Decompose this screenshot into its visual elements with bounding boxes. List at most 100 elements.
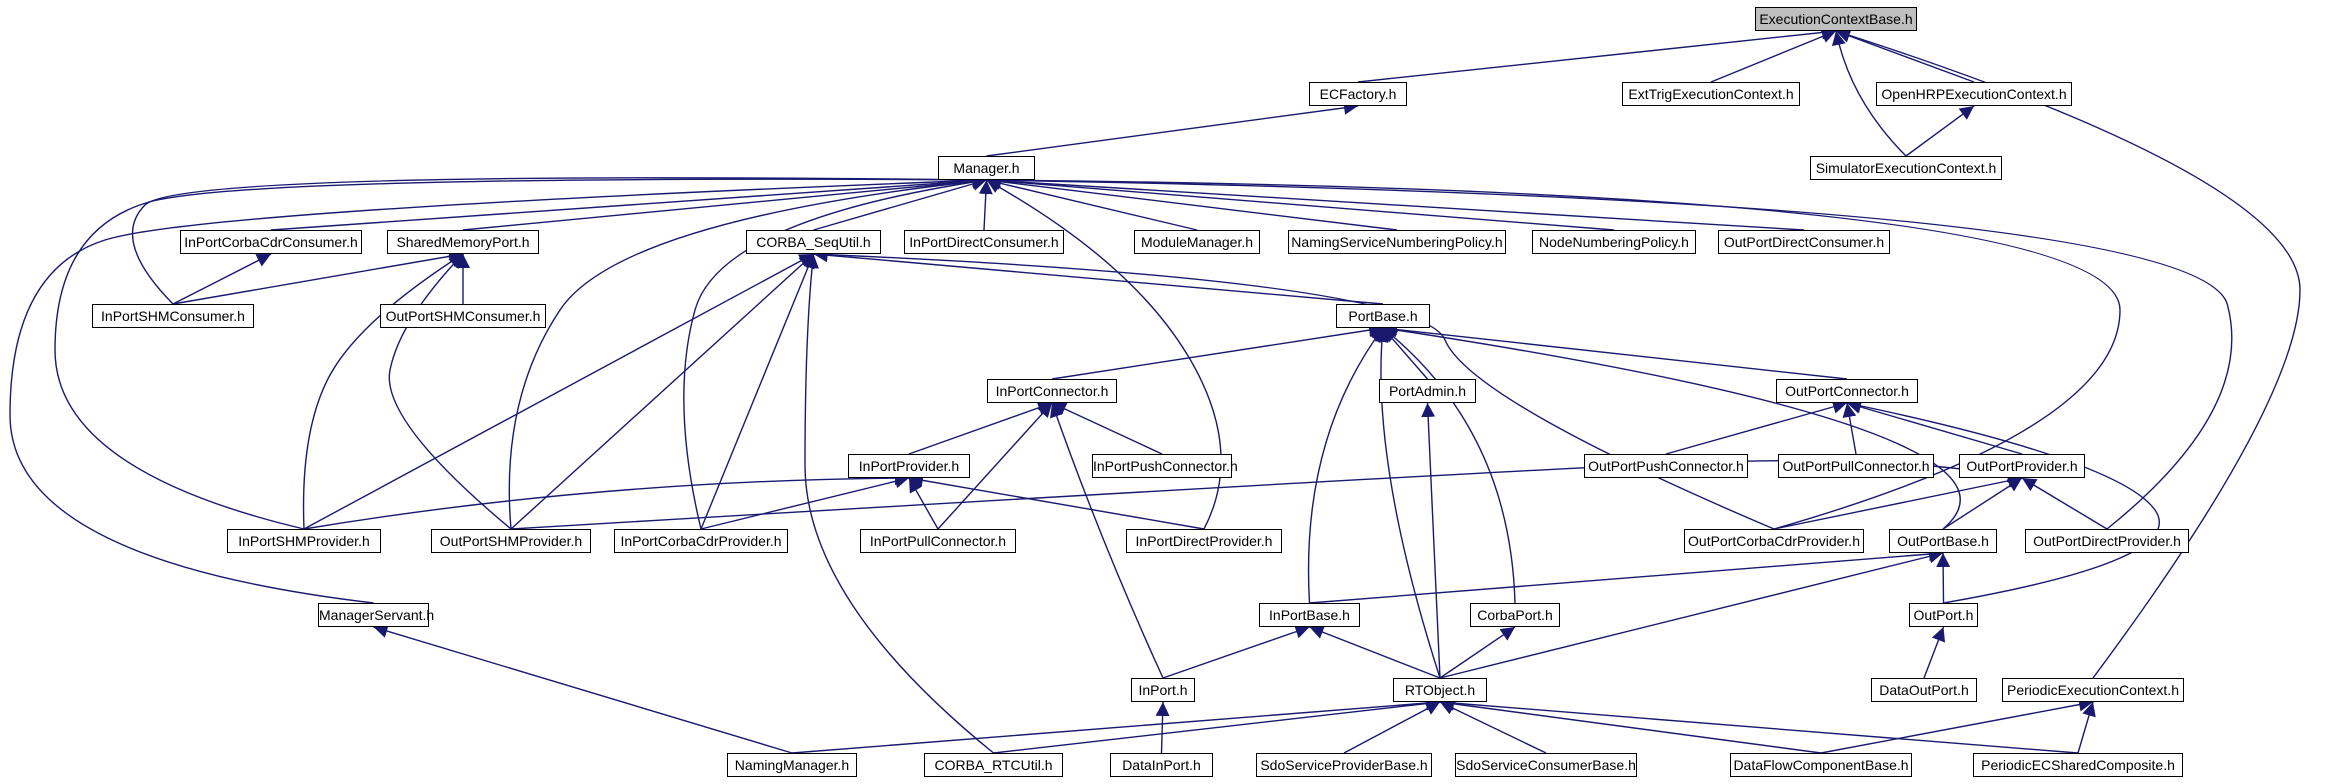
- edge-rto-to-pa: [1421, 402, 1441, 679]
- node-ext[interactable]: ExtTrigExecutionContext.h: [1622, 82, 1800, 106]
- node-ipc[interactable]: InPortConnector.h: [987, 379, 1117, 403]
- node-op[interactable]: OutPort.h: [1909, 603, 1978, 627]
- node-ipp[interactable]: InPortProvider.h: [848, 454, 970, 478]
- edge-idp-to-ipp: [908, 473, 1205, 530]
- edge-crtc-to-rto: [993, 696, 1441, 754]
- edge-mgr-to-ecf: [986, 100, 1359, 157]
- edge-ishmp-to-mgr: [54, 172, 987, 530]
- node-pec[interactable]: PeriodicExecutionContext.h: [2002, 678, 2184, 702]
- node-sscb[interactable]: SdoServiceConsumerBase.h: [1455, 753, 1637, 777]
- node-dfcb[interactable]: DataFlowComponentBase.h: [1730, 753, 1912, 777]
- node-ob[interactable]: OutPortBase.h: [1889, 529, 1997, 553]
- edge-rto-to-pb: [1374, 327, 1441, 679]
- edge-ishmp-to-csu: [303, 253, 814, 530]
- node-odc[interactable]: OutPortDirectConsumer.h: [1718, 230, 1890, 254]
- edge-dip-to-ip: [1155, 701, 1170, 754]
- edge-smp-to-mgr: [462, 174, 987, 231]
- node-csu[interactable]: CORBA_SeqUtil.h: [746, 230, 881, 254]
- node-rto[interactable]: RTObject.h: [1393, 678, 1487, 702]
- node-opplc[interactable]: OutPortPullConnector.h: [1778, 454, 1934, 478]
- node-dip[interactable]: DataInPort.h: [1110, 753, 1213, 777]
- edge-ib-to-ob: [1309, 547, 1944, 604]
- edge-oppc-to-opc: [1665, 400, 1848, 455]
- node-ippc[interactable]: InPortPushConnector.h: [1092, 454, 1238, 478]
- node-sspb[interactable]: SdoServiceProviderBase.h: [1256, 753, 1432, 777]
- edge-ocdp-to-opp: [1773, 473, 2023, 530]
- edge-opplc-to-opc: [1842, 402, 1857, 455]
- node-opp[interactable]: OutPortProvider.h: [1959, 454, 2085, 478]
- node-ocdp[interactable]: OutPortCorbaCdrProvider.h: [1684, 529, 1864, 553]
- node-cp[interactable]: CorbaPort.h: [1470, 603, 1560, 627]
- node-iplc[interactable]: InPortPullConnector.h: [860, 529, 1016, 553]
- node-crtc[interactable]: CORBA_RTCUtil.h: [924, 753, 1063, 777]
- node-ib[interactable]: InPortBase.h: [1259, 603, 1360, 627]
- edge-icdp-to-mgr: [683, 175, 987, 530]
- edge-iplc-to-ipc: [937, 402, 1053, 530]
- node-dop[interactable]: DataOutPort.h: [1871, 678, 1977, 702]
- edge-ipc-to-pb: [1051, 323, 1384, 380]
- node-ip[interactable]: InPort.h: [1131, 678, 1195, 702]
- node-ishmc[interactable]: InPortSHMConsumer.h: [92, 304, 254, 328]
- edge-sscb-to-rto: [1439, 701, 1547, 754]
- node-ohrp[interactable]: OpenHRPExecutionContext.h: [1876, 82, 2072, 106]
- node-nsnp[interactable]: NamingServiceNumberingPolicy.h: [1288, 230, 1506, 254]
- node-oshmc[interactable]: OutPortSHMConsumer.h: [380, 304, 546, 328]
- edge-ip-to-ib: [1162, 624, 1310, 679]
- node-icdc[interactable]: InPortCorbaCdrConsumer.h: [180, 230, 362, 254]
- node-pb[interactable]: PortBase.h: [1336, 304, 1430, 328]
- edge-rto-to-cp: [1439, 626, 1516, 679]
- node-ecb[interactable]: ExecutionContextBase.h: [1755, 7, 1917, 31]
- edge-opc-to-pb: [1382, 322, 1848, 380]
- edge-rto-to-ob: [1439, 549, 1944, 679]
- edge-csu-to-mgr: [813, 177, 987, 231]
- edge-ip-to-ipc: [1050, 402, 1164, 679]
- edge-ib-to-pb: [1307, 327, 1384, 604]
- edge-icdp-to-csu: [700, 253, 815, 530]
- node-ecf[interactable]: ECFactory.h: [1309, 82, 1407, 106]
- edge-nnp-to-mgr: [986, 174, 1615, 231]
- edge-ocdp-to-mgr: [986, 173, 2121, 530]
- node-ishmp[interactable]: InPortSHMProvider.h: [227, 529, 381, 553]
- node-mm[interactable]: ModuleManager.h: [1134, 230, 1260, 254]
- edge-ippc-to-ipc: [1051, 402, 1163, 455]
- node-oshmp[interactable]: OutPortSHMProvider.h: [431, 529, 591, 553]
- node-mgr[interactable]: Manager.h: [938, 156, 1035, 180]
- edge-op-to-opc: [1846, 399, 2161, 604]
- node-idp[interactable]: InPortDirectProvider.h: [1126, 529, 1282, 553]
- edge-ext-to-ecb: [1710, 29, 1837, 83]
- edge-sim-to-ecb: [1831, 30, 1907, 157]
- node-smp[interactable]: SharedMemoryPort.h: [387, 230, 539, 254]
- edge-dop-to-op: [1923, 626, 1946, 679]
- node-nnp[interactable]: NodeNumberingPolicy.h: [1532, 230, 1696, 254]
- node-ms[interactable]: ManagerServant.h: [318, 603, 434, 627]
- node-icdp[interactable]: InPortCorbaCdrProvider.h: [614, 529, 788, 553]
- edge-odp-to-mgr: [986, 173, 2233, 530]
- node-opc[interactable]: OutPortConnector.h: [1776, 379, 1918, 403]
- edge-ishmp-to-ipp: [303, 471, 910, 530]
- edge-ishmc-to-icdc: [172, 253, 272, 305]
- edge-ishmc-to-smp: [172, 249, 464, 305]
- edge-ob-to-opp: [1942, 477, 2023, 530]
- edge-idc-to-mgr: [978, 179, 993, 231]
- edge-sim-to-ohrp: [1905, 105, 1975, 157]
- node-pecsc[interactable]: PeriodicECSharedComposite.h: [1973, 753, 2183, 777]
- edge-ocdp-to-csu: [813, 247, 1775, 530]
- edge-opp-to-opc: [1846, 400, 2023, 455]
- node-sim[interactable]: SimulatorExecutionContext.h: [1810, 156, 2002, 180]
- edge-ipp-to-ipc: [908, 401, 1053, 455]
- edge-cp-to-pb: [1382, 327, 1516, 604]
- edge-odc-to-mgr: [986, 173, 1805, 231]
- edge-ohrp-to-ecb: [1835, 29, 1975, 83]
- node-odp[interactable]: OutPortDirectProvider.h: [2025, 529, 2189, 553]
- edge-pecsc-to-rto: [1439, 696, 2079, 754]
- node-oppc[interactable]: OutPortPushConnector.h: [1584, 454, 1748, 478]
- edge-op-to-ob: [1936, 552, 1951, 604]
- edge-mm-to-mgr: [986, 176, 1198, 231]
- edge-oshmp-to-csu: [510, 253, 814, 530]
- edge-ecf-to-ecb: [1357, 25, 1837, 83]
- node-pa[interactable]: PortAdmin.h: [1379, 379, 1476, 403]
- node-nm[interactable]: NamingManager.h: [727, 753, 857, 777]
- node-idc[interactable]: InPortDirectConsumer.h: [904, 230, 1064, 254]
- edges-layer: [9, 25, 2301, 754]
